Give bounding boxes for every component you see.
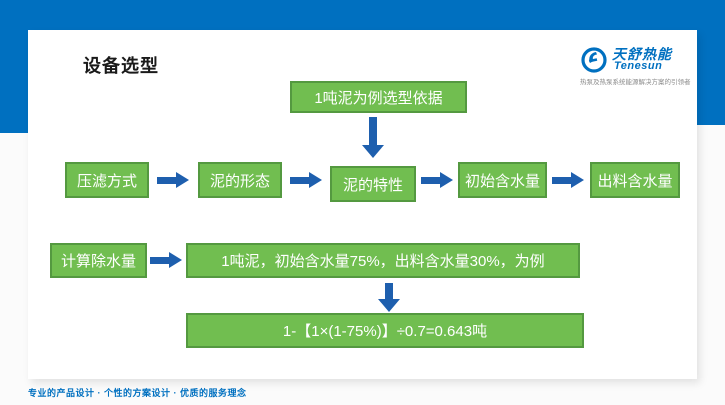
slide-footer-slogan: 专业的产品设计 · 个性的方案设计 · 优质的服务理念	[28, 388, 247, 398]
flow-box-output-moisture: 出料含水量	[590, 162, 680, 198]
logo-tagline: 热泵及热泵系统能源解决方案的引领者	[580, 79, 691, 86]
flow-box-sludge-property: 泥的特性	[330, 166, 416, 202]
flow-box-calc-water-removal: 计算除水量	[50, 243, 147, 278]
flow-box-formula-result: 1-【1×(1-75%)】÷0.7=0.643吨	[186, 313, 584, 348]
flow-box-press-method: 压滤方式	[65, 162, 149, 198]
right-arrow-icon	[552, 172, 584, 189]
page-title: 设备选型	[83, 56, 159, 76]
slide-content-card: 设备选型 天舒热能 Tenesun 热泵及热泵系统能源解决方案的引领者 1吨泥为…	[28, 30, 697, 379]
flow-box-selection-basis: 1吨泥为例选型依据	[290, 81, 467, 113]
right-arrow-icon	[421, 172, 453, 189]
right-arrow-icon	[150, 252, 182, 269]
company-logo: 天舒热能 Tenesun 热泵及热泵系统能源解决方案的引领者	[580, 42, 712, 88]
down-arrow-icon	[378, 283, 400, 312]
tenesun-logo-icon	[581, 47, 607, 73]
frame-right-band	[697, 0, 725, 125]
logo-name-en: Tenesun	[614, 60, 663, 72]
frame-top-band	[0, 0, 725, 30]
flow-box-initial-moisture: 初始含水量	[458, 162, 547, 198]
frame-left-band	[0, 0, 28, 133]
right-arrow-icon	[290, 172, 322, 189]
logo-name-cn: 天舒热能	[612, 46, 672, 62]
flow-box-example: 1吨泥，初始含水量75%，出料含水量30%，为例	[186, 243, 580, 278]
flow-box-sludge-form: 泥的形态	[198, 162, 282, 198]
down-arrow-icon	[362, 117, 384, 158]
right-arrow-icon	[157, 172, 189, 189]
